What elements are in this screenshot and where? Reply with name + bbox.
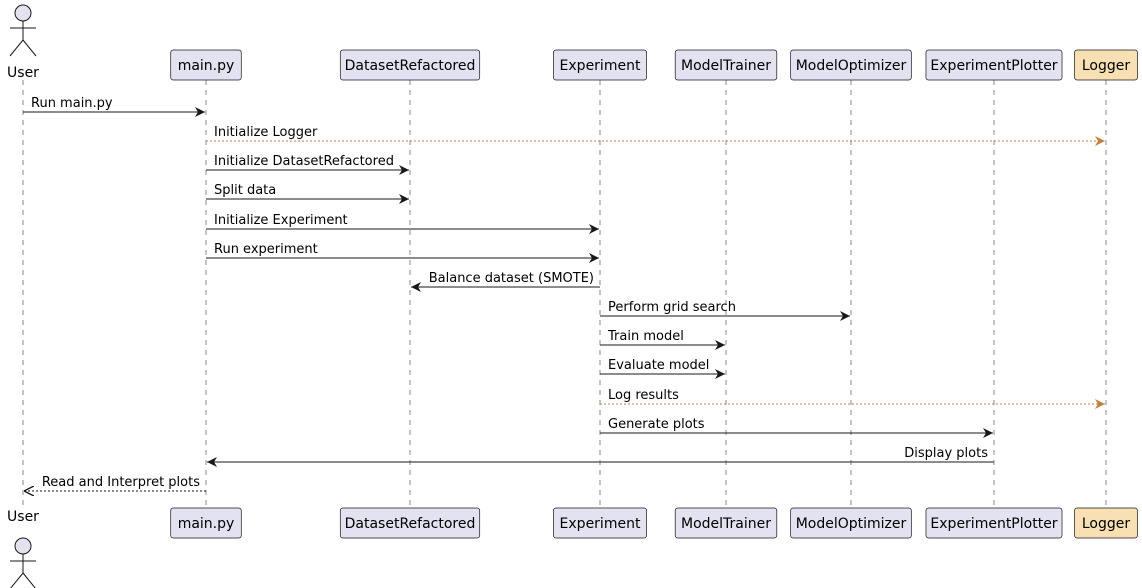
actor-figure-icon <box>9 4 37 57</box>
message-10: Evaluate model <box>600 358 725 379</box>
actor-user-top: User <box>7 4 39 81</box>
message-8: Perform grid search <box>600 300 850 321</box>
message-label: Train model <box>607 329 684 344</box>
message-11: Log results <box>600 388 1105 409</box>
message-label: Balance dataset (SMOTE) <box>429 271 594 286</box>
message-5: Initialize Experiment <box>206 213 599 234</box>
message-label: Split data <box>214 183 276 198</box>
participant-optimizer-top: ModelOptimizer <box>790 49 912 81</box>
participant-label: main.py <box>178 516 235 532</box>
message-label: Evaluate model <box>608 358 709 373</box>
message-2: Initialize Logger <box>206 125 1105 146</box>
message-label: Run experiment <box>214 242 318 257</box>
message-13: Display plots <box>207 446 994 467</box>
message-1: Run main.py <box>23 96 205 117</box>
message-label: Log results <box>608 388 679 403</box>
lifelines <box>22 80 1107 508</box>
participant-label: Experiment <box>560 516 641 532</box>
participant-dataset-bottom: DatasetRefactored <box>339 507 481 539</box>
participant-label: ExperimentPlotter <box>930 516 1057 532</box>
participant-label: ExperimentPlotter <box>930 58 1057 74</box>
participant-label: DatasetRefactored <box>345 516 476 532</box>
message-4: Split data <box>206 183 409 204</box>
participant-logger-top: Logger <box>1074 49 1138 81</box>
message-label: Generate plots <box>608 417 705 432</box>
message-label: Display plots <box>904 446 988 461</box>
message-7: Balance dataset (SMOTE) <box>411 271 600 292</box>
participant-logger-bottom: Logger <box>1074 507 1138 539</box>
message-label: Initialize DatasetRefactored <box>214 154 394 169</box>
message-14: Read and Interpret plots <box>24 475 206 491</box>
participant-experiment-bottom: Experiment <box>553 507 647 539</box>
participants-bottom: User main.py DatasetRefactored Experiment Mo… <box>7 507 1138 588</box>
participant-dataset-top: DatasetRefactored <box>339 49 481 81</box>
participant-trainer-bottom: ModelTrainer <box>674 507 778 539</box>
participant-trainer-top: ModelTrainer <box>674 49 778 81</box>
actor-figure-icon <box>10 537 36 588</box>
actor-user-bottom: User <box>7 509 39 588</box>
participant-label: main.py <box>178 58 235 74</box>
message-label: Initialize Experiment <box>214 213 348 228</box>
message-12: Generate plots <box>600 417 993 438</box>
message-label: Run main.py <box>31 96 113 111</box>
participant-label: Experiment <box>560 58 641 74</box>
participant-label: ModelTrainer <box>681 58 771 74</box>
participant-label: User <box>7 509 39 525</box>
message-6: Run experiment <box>206 242 599 263</box>
participant-label: Logger <box>1082 58 1131 74</box>
message-label: Perform grid search <box>608 300 736 315</box>
participant-main-bottom: main.py <box>170 507 242 539</box>
participant-label: User <box>7 65 39 81</box>
message-3: Initialize DatasetRefactored <box>206 154 409 175</box>
message-9: Train model <box>600 329 725 350</box>
participants-top: User main.py DatasetRefactored Experiment Mo… <box>7 4 1138 81</box>
participant-label: ModelTrainer <box>681 516 771 532</box>
participant-label: DatasetRefactored <box>345 58 476 74</box>
participant-experiment-top: Experiment <box>553 49 647 81</box>
participant-label: ModelOptimizer <box>796 58 907 74</box>
participant-main-top: main.py <box>170 49 242 81</box>
participant-plotter-top: ExperimentPlotter <box>925 49 1063 81</box>
message-label: Initialize Logger <box>214 125 318 140</box>
participant-label: Logger <box>1082 516 1131 532</box>
message-label: Read and Interpret plots <box>42 475 200 490</box>
participant-plotter-bottom: ExperimentPlotter <box>925 507 1063 539</box>
participant-label: ModelOptimizer <box>796 516 907 532</box>
participant-optimizer-bottom: ModelOptimizer <box>790 507 912 539</box>
